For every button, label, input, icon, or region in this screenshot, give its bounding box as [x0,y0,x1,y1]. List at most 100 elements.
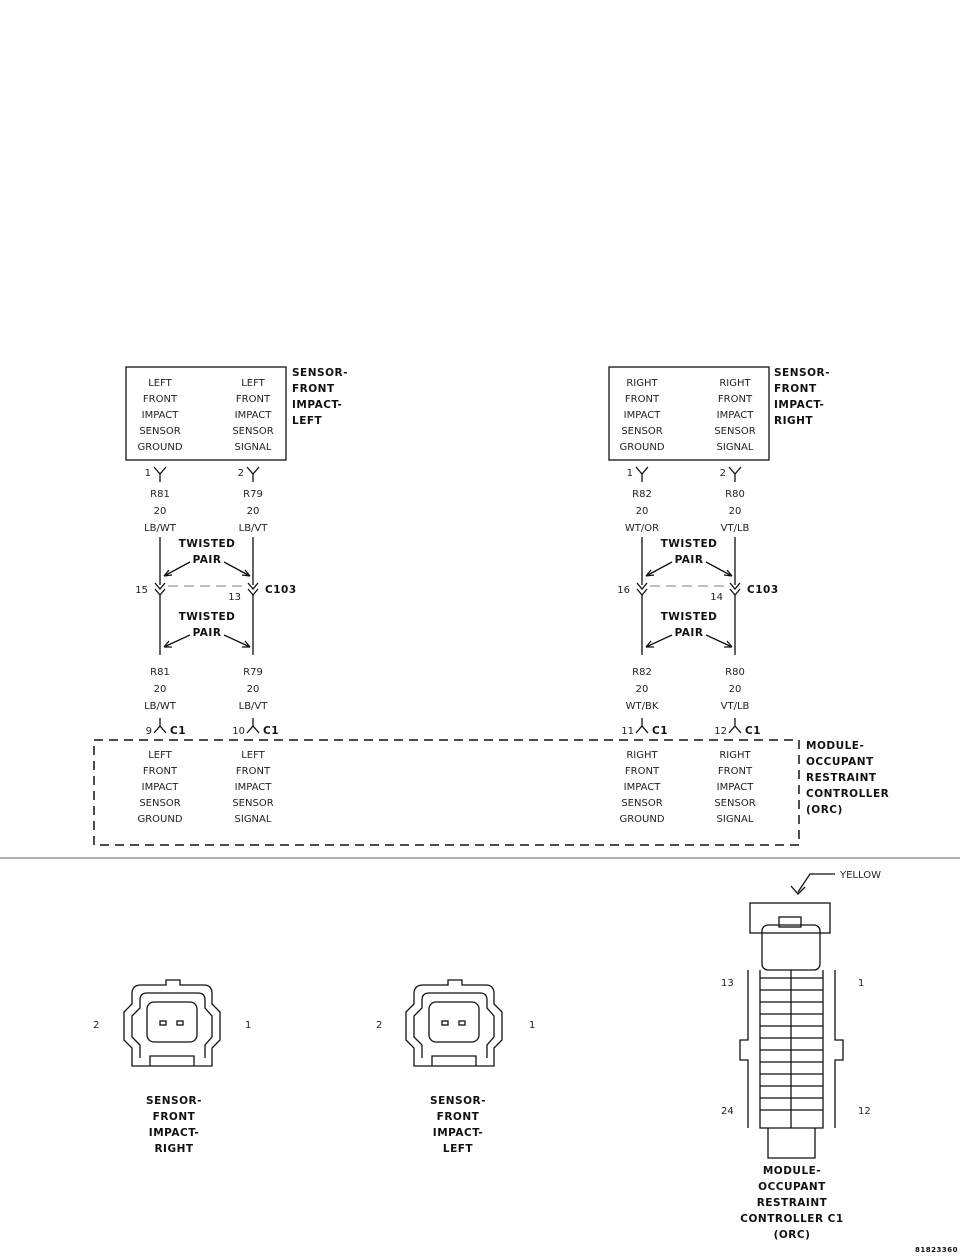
sensor-left-connector-view: 2 1 SENSOR- FRONT IMPACT- LEFT [376,979,535,1155]
arrow-icon [163,634,191,648]
module-terminal-icon [728,718,742,734]
wire-label: VT/LB [721,701,750,712]
module-terminal-icon [153,718,167,734]
arrow-icon [705,634,733,648]
pin-number: 13 [721,978,734,989]
twisted-pair-label: TWISTED [179,611,236,623]
cavity-number: 16 [617,585,630,596]
pin-number: 2 [93,1020,99,1031]
pin-label-line: GROUND [137,814,182,825]
wire-label: VT/LB [721,523,750,534]
pin-number: 1 [145,468,151,479]
pin-number: 2 [238,468,244,479]
title-line: FRONT [774,383,817,395]
pin-label-line: RIGHT [719,378,751,389]
wire-label: 20 [729,506,742,517]
title-line: IMPACT- [433,1127,483,1139]
cavity-number: 9 [146,726,152,737]
wire-r80: 2 R80 20 VT/LB 14 C103 R80 20 VT/LB 12 C… [710,466,779,737]
twisted-pair-label: TWISTED [661,611,718,623]
title-line: SENSOR- [430,1095,486,1107]
title-line: MODULE- [806,740,864,752]
cavity-number: 11 [621,726,634,737]
orc-c1-connector-view: YELLOW [721,870,881,1241]
wire-label: R80 [725,667,745,678]
pin-label-line: SENSOR [714,798,755,809]
pin-label-line: FRONT [625,394,660,405]
title-line: IMPACT- [292,399,342,411]
pin-number: 2 [720,468,726,479]
title-line: SENSOR- [774,367,830,379]
connector-c103-label: C103 [747,584,779,596]
module-terminal-icon [246,718,260,734]
pin-number: 24 [721,1106,734,1117]
pin-terminal-icon [728,466,742,482]
pin-label-line: GROUND [137,442,182,453]
wire-label: LB/WT [144,701,177,712]
twisted-pair-label: PAIR [193,627,222,639]
cavity-number: 15 [135,585,148,596]
pin-label-line: SIGNAL [717,814,754,825]
arrow-icon [645,561,673,577]
connector-c1-label: C1 [652,725,668,737]
twisted-pair-callout-right-lower: TWISTED PAIR [645,611,733,648]
title-line: OCCUPANT [806,756,874,768]
title-line: LEFT [292,415,323,427]
callout-arrow-icon [790,873,835,895]
sensor-right-connector-view: 2 1 SENSOR- FRONT IMPACT- RIGHT [93,979,251,1155]
title-line: SENSOR- [146,1095,202,1107]
sensor-connector-icon [123,979,221,1067]
pin-label-line: LEFT [241,750,265,761]
module-terminal-icon [635,718,649,734]
pin-label-line: LEFT [241,378,265,389]
cavity-number: 14 [710,592,723,603]
title-line: FRONT [292,383,335,395]
arrow-icon [705,561,733,577]
wire-label: R82 [632,667,652,678]
title-line: OCCUPANT [758,1181,826,1193]
module-orc-box: LEFT FRONT IMPACT SENSOR GROUND LEFT FRO… [93,739,800,846]
wire-label: 20 [247,506,260,517]
title-line: RIGHT [154,1143,193,1155]
wire-label: 20 [729,684,742,695]
pin-number: 1 [858,978,864,989]
pin-label-line: SENSOR [714,426,755,437]
wire-label: 20 [154,684,167,695]
title-line: CONTROLLER C1 [740,1213,843,1225]
wire-label: WT/OR [625,523,659,534]
pin-number: 12 [858,1106,871,1117]
pin-label-line: SENSOR [232,798,273,809]
wire-label: 20 [636,684,649,695]
wire-label: 20 [247,684,260,695]
twisted-pair-callout-left-lower: TWISTED PAIR [163,611,251,648]
pin-terminal-icon [246,466,260,482]
pin-label-line: IMPACT [142,410,180,421]
title-line: (ORC) [774,1229,811,1241]
title-line: IMPACT- [149,1127,199,1139]
wire-label: WT/BK [626,701,659,712]
title-line: RESTRAINT [806,772,877,784]
pin-label-line: FRONT [236,394,271,405]
connector-c1-label: C1 [263,725,279,737]
wire-label: 20 [154,506,167,517]
pin-label-line: RIGHT [626,378,658,389]
sensor-connector-icon [405,979,503,1067]
connector-c1-label: C1 [745,725,761,737]
pin-label-line: FRONT [143,394,178,405]
pin-label-line: LEFT [148,750,172,761]
pin-label-line: IMPACT [624,782,662,793]
pin-label-line: RIGHT [719,750,751,761]
title-line: CONTROLLER [806,788,889,800]
sensor-right-title: SENSOR- FRONT IMPACT- RIGHT [774,367,830,427]
cavity-number: 12 [714,726,727,737]
pin-label-line: SIGNAL [235,814,272,825]
cavity-number: 13 [228,592,241,603]
pin-label-line: FRONT [236,766,271,777]
pin-label-line: SENSOR [621,798,662,809]
title-line: FRONT [153,1111,196,1123]
pin-label-line: SIGNAL [717,442,754,453]
arrow-icon [223,561,251,577]
title-line: RIGHT [774,415,813,427]
wire-r82: 1 R82 20 WT/OR 16 R82 20 WT/BK 11 C1 [617,466,668,737]
